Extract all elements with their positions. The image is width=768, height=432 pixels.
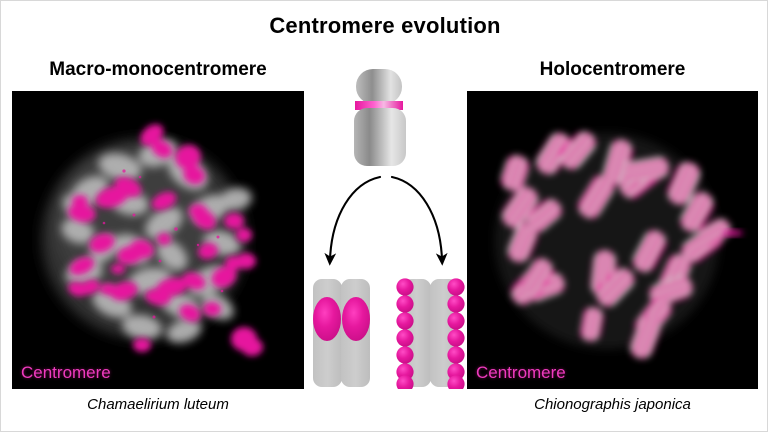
left-centromere-overlay-label: Centromere bbox=[21, 363, 111, 382]
right-species-caption: Chionographis japonica bbox=[534, 396, 691, 413]
figure-title: Centromere evolution bbox=[269, 13, 501, 38]
macro-monocentromere-spread-image bbox=[12, 91, 304, 389]
left-species-caption: Chamaelirium luteum bbox=[87, 396, 229, 413]
right-panel-title: Holocentromere bbox=[539, 59, 686, 80]
left-panel-title: Macro-monocentromere bbox=[49, 59, 267, 80]
holocentromere-chromosome bbox=[396, 278, 465, 389]
centromere-transition-schematic bbox=[304, 91, 467, 389]
macro-monocentromere-chromosome bbox=[313, 279, 370, 387]
right-micrograph-panel: Centromere bbox=[467, 91, 758, 389]
ancestral-chromosome-schematic bbox=[304, 61, 467, 171]
right-centromere-overlay-label: Centromere bbox=[476, 363, 566, 382]
holocentromere-spread-image bbox=[467, 91, 758, 389]
left-micrograph-panel: Centromere bbox=[12, 91, 304, 389]
